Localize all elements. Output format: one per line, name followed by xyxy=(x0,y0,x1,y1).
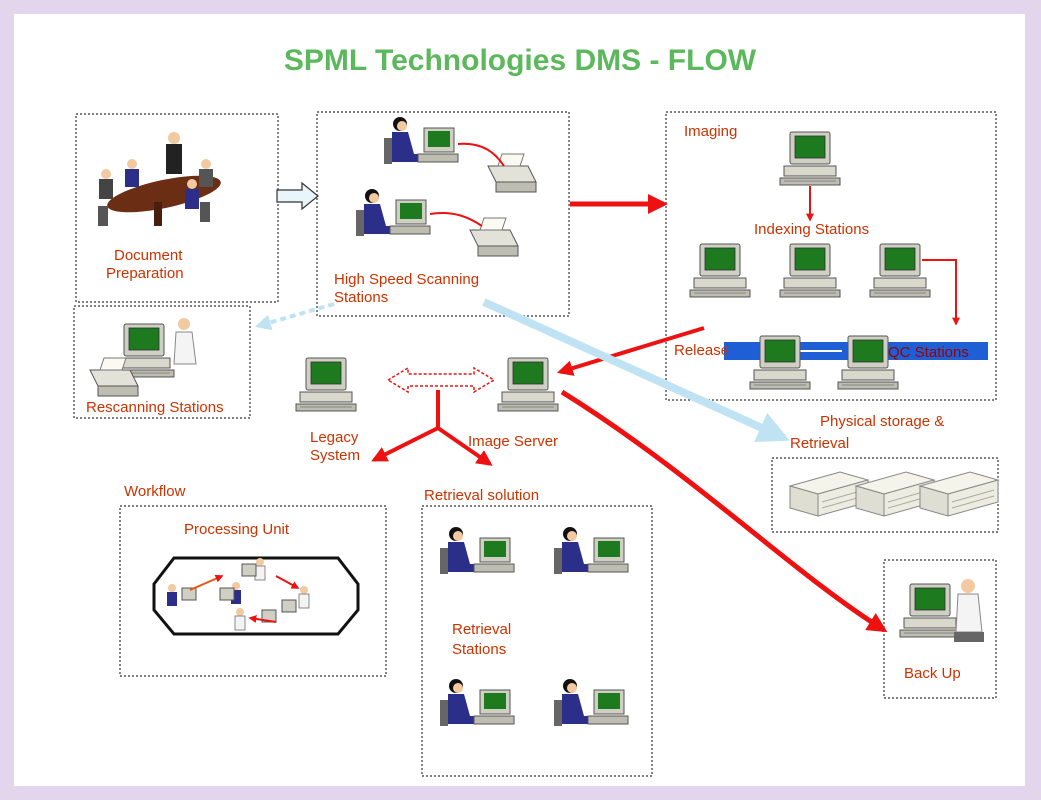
workflow-box xyxy=(119,505,387,677)
server-to-backup-arrow xyxy=(560,389,888,633)
preparation-to-scanning-arrow xyxy=(276,181,319,211)
slide-frame: SPML Technologies DMS - FLOW Document Pr… xyxy=(14,14,1025,786)
backup-box xyxy=(883,559,997,699)
computer-icon xyxy=(779,243,841,298)
qc-stations-label: QC Stations xyxy=(888,344,969,361)
diagram-title: SPML Technologies DMS - FLOW xyxy=(284,44,757,77)
scanning-to-physical-storage-arrow xyxy=(482,298,790,443)
meeting-people-icon xyxy=(98,132,221,226)
server-to-retrieval-arrow xyxy=(436,426,493,466)
document-preparation-box xyxy=(75,113,279,303)
rescanning-stations-label: Rescanning Stations xyxy=(86,399,224,416)
release-label: Release xyxy=(674,342,729,359)
retrieval-solution-label: Retrieval solution xyxy=(424,487,539,504)
rescanning-box xyxy=(73,305,251,419)
retrieval-stations-label-2: Stations xyxy=(452,641,506,658)
person-at-computer-icon xyxy=(899,579,984,642)
scanning-to-rescanning-arrow xyxy=(254,302,335,331)
legacy-label: Legacy xyxy=(310,429,359,446)
processing-unit-label: Processing Unit xyxy=(184,521,290,538)
preparation-label: Preparation xyxy=(106,265,184,282)
imaging-box xyxy=(665,111,997,401)
computer-icon xyxy=(295,357,357,412)
scanning-stations-box xyxy=(316,111,570,317)
processing-unit-octagon xyxy=(152,556,360,636)
storage-box-icon xyxy=(919,471,999,517)
person-at-computer-icon xyxy=(167,558,310,631)
workflow-label: Workflow xyxy=(124,483,186,500)
person-at-computer-icon xyxy=(439,678,515,727)
image-server-label: Image Server xyxy=(468,433,558,450)
computer-icon xyxy=(497,357,559,412)
legacy-server-double-arrow xyxy=(386,366,496,394)
server-to-workflow-arrow xyxy=(371,426,439,462)
high-speed-scanning-label: High Speed Scanning xyxy=(334,271,479,288)
document-label: Document xyxy=(114,247,183,264)
person-at-computer-icon xyxy=(439,526,515,575)
retrieval-solution-box xyxy=(421,505,653,777)
physical-storage-box xyxy=(771,457,999,533)
scanner-operator-icon xyxy=(355,188,519,257)
person-at-computer-icon xyxy=(89,318,197,397)
indexing-stations-label: Indexing Stations xyxy=(754,221,869,238)
scanner-operator-icon xyxy=(383,116,537,193)
person-at-computer-icon xyxy=(553,678,629,727)
scanning-stations-label: Stations xyxy=(334,289,388,306)
flow-diagram: SPML Technologies DMS - FLOW Document Pr… xyxy=(73,44,999,777)
computer-icon xyxy=(689,243,751,298)
physical-storage-label: Physical storage & xyxy=(820,413,944,430)
imaging-label: Imaging xyxy=(684,123,737,140)
retrieval-label: Retrieval xyxy=(790,435,849,452)
backup-label: Back Up xyxy=(904,665,961,682)
system-label: System xyxy=(310,447,360,464)
retrieval-stations-label-1: Retrieval xyxy=(452,621,511,638)
indexing-to-qc-arrow xyxy=(922,259,960,326)
computer-icon xyxy=(779,131,841,186)
computer-icon xyxy=(869,243,931,298)
person-at-computer-icon xyxy=(553,526,629,575)
release-to-server-arrow xyxy=(556,326,705,376)
